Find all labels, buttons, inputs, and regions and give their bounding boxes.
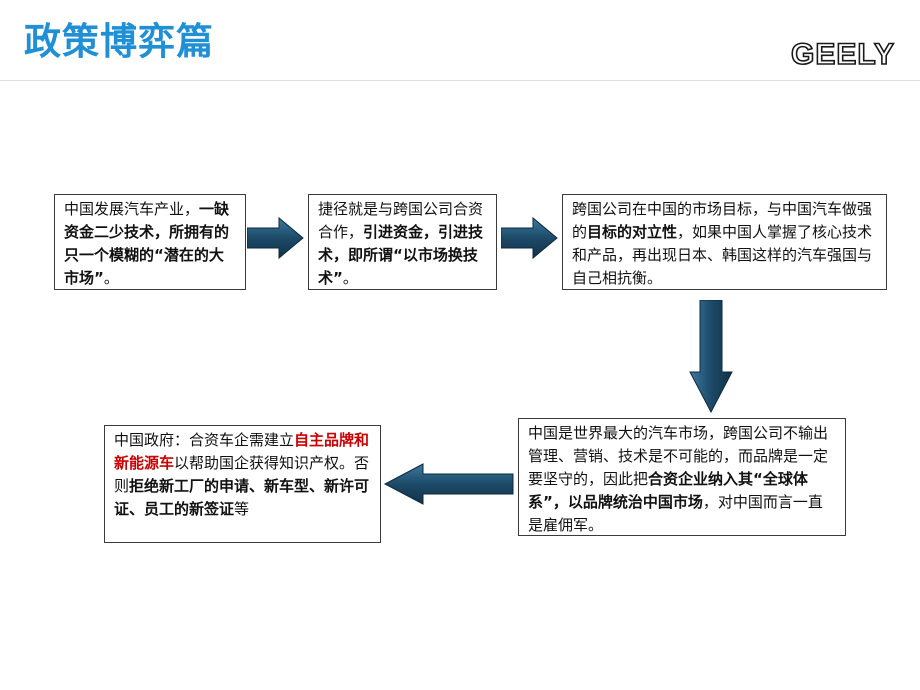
arrow-down-icon [689, 300, 733, 414]
arrow-right-icon [247, 216, 304, 260]
box1-end: 。 [103, 269, 119, 287]
geely-logo: GEELY [790, 37, 895, 72]
flow-box-conflict: 跨国公司在中国的市场目标，与中国汽车做强的目标的对立性，如果中国人掌握了核心技术… [562, 194, 887, 290]
flow-box-market: 中国是世界最大的汽车市场，跨国公司不输出管理、营销、技术是不可能的，而品牌是一定… [518, 418, 846, 536]
arrow-left-icon [383, 463, 514, 505]
box5-bold: 拒绝新工厂的申请、新车型、新许可证、员工的新签证 [114, 477, 370, 518]
page-title: 政策博弈篇 [24, 20, 214, 63]
flow-box-shortcut: 捷径就是与跨国公司合资合作，引进资金，引进技术，即所谓“以市场换技术”。 [308, 194, 497, 290]
box4-end: ，对中国而言一直是雇佣军。 [528, 493, 823, 534]
box5-text: 中国政府：合资车企需建立 [114, 431, 295, 449]
box1-text: 中国发展汽车产业， [64, 200, 200, 218]
flow-box-government: 中国政府：合资车企需建立自主品牌和新能源车以帮助国企获得知识产权。否则拒绝新工厂… [104, 425, 381, 543]
box3-bold: 目标的对立性 [587, 223, 678, 241]
flow-box-problem: 中国发展汽车产业，一缺资金二少技术，所拥有的只一个模糊的“潜在的大市场”。 [54, 194, 246, 290]
box2-bold: 引进资金，引进技术，即所谓“以市场换技术” [318, 223, 484, 287]
box3-end: ，如果中国人掌握了核心技术和产品，再出现日本、韩国这样的汽车强国与自己相抗衡。 [572, 223, 873, 287]
box5-red: 自主品牌和新能源车 [114, 431, 370, 472]
box4-text: 中国是世界最大的汽车市场，跨国公司不输出管理、营销、技术是不可能的，而品牌是一定… [528, 424, 829, 488]
box5-mid: 以帮助国企获得知识产权。否则 [114, 454, 370, 495]
arrow-right-icon [501, 216, 558, 260]
header-divider [0, 80, 920, 81]
box3-text: 跨国公司在中国的市场目标，与中国汽车做强的 [572, 200, 873, 241]
box4-bold: 合资企业纳入其“全球体系”，以品牌统治中国市场 [528, 470, 808, 511]
box2-end: 。 [342, 269, 358, 287]
box1-bold: 一缺资金二少技术，所拥有的只一个模糊的“潜在的大市场” [64, 200, 230, 287]
logo-text: GEELY [791, 38, 895, 71]
box5-end: 等 [234, 500, 250, 518]
box2-text: 捷径就是与跨国公司合资合作， [318, 200, 484, 241]
